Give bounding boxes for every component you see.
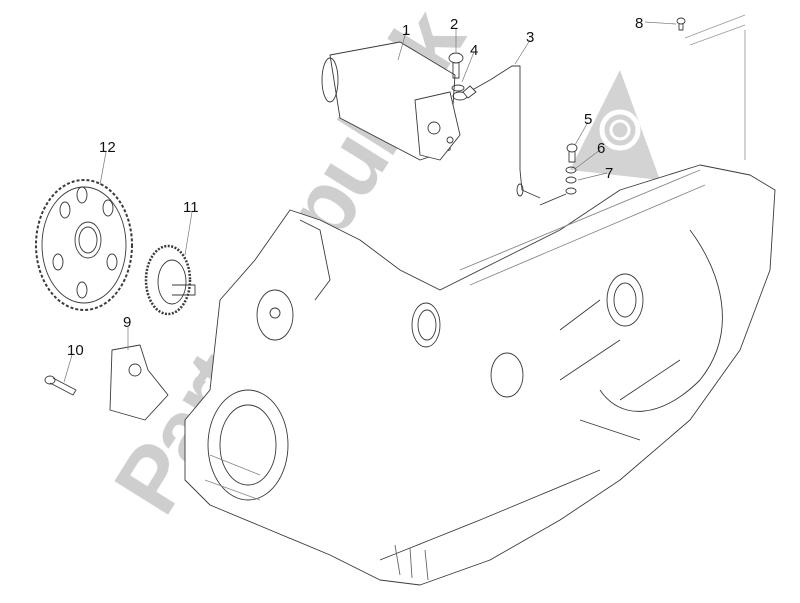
callout-12[interactable]: 12 bbox=[99, 139, 116, 156]
callout-6[interactable]: 6 bbox=[597, 140, 606, 157]
gear-watermark-icon bbox=[570, 70, 660, 180]
bolt-5[interactable] bbox=[566, 143, 578, 163]
callout-2[interactable]: 2 bbox=[450, 16, 459, 33]
callout-5[interactable]: 5 bbox=[584, 111, 593, 128]
callout-3[interactable]: 3 bbox=[526, 29, 535, 46]
intermediate-gear-11[interactable] bbox=[144, 244, 196, 316]
callout-8[interactable]: 8 bbox=[635, 15, 644, 32]
callout-4[interactable]: 4 bbox=[470, 42, 479, 59]
callout-10[interactable]: 10 bbox=[67, 342, 84, 359]
washer-6[interactable] bbox=[565, 166, 577, 174]
starter-motor[interactable] bbox=[321, 41, 461, 161]
callout-1[interactable]: 1 bbox=[402, 22, 411, 39]
callout-7[interactable]: 7 bbox=[605, 165, 614, 182]
leader-lines bbox=[63, 21, 677, 383]
starter-driven-gear-12[interactable] bbox=[35, 179, 133, 311]
washer-7[interactable] bbox=[565, 176, 577, 184]
bracket-9[interactable] bbox=[109, 344, 169, 421]
callout-11[interactable]: 11 bbox=[183, 199, 199, 216]
bolt-10[interactable] bbox=[44, 375, 77, 396]
screw-8[interactable] bbox=[676, 14, 746, 160]
crankcase[interactable] bbox=[184, 164, 776, 586]
ground-cable-3[interactable] bbox=[462, 65, 541, 199]
bolt-2[interactable] bbox=[448, 52, 464, 79]
callout-9[interactable]: 9 bbox=[123, 314, 132, 331]
